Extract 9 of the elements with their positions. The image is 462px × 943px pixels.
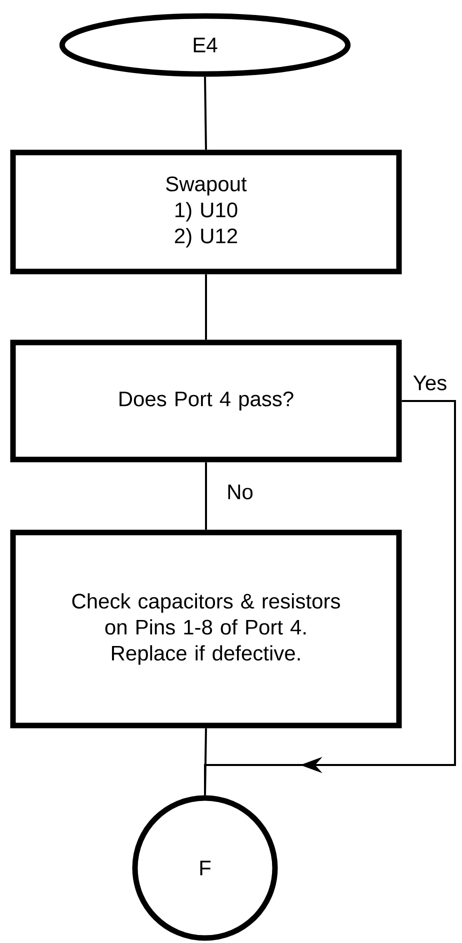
process-box: Check capacitors & resistors on Pins 1-8 of Port 4. Replace if defective.	[10, 530, 402, 728]
arrow	[204, 400, 456, 796]
decision-box: Does Port 4 pass?	[10, 340, 402, 462]
process-box: Swapout 1) U10 2) U12	[10, 150, 402, 274]
connector-line	[205, 462, 207, 530]
connector-line	[204, 76, 207, 150]
edge-label: No	[226, 484, 254, 500]
edge-label: Yes	[412, 374, 448, 392]
connector-line	[205, 274, 207, 340]
